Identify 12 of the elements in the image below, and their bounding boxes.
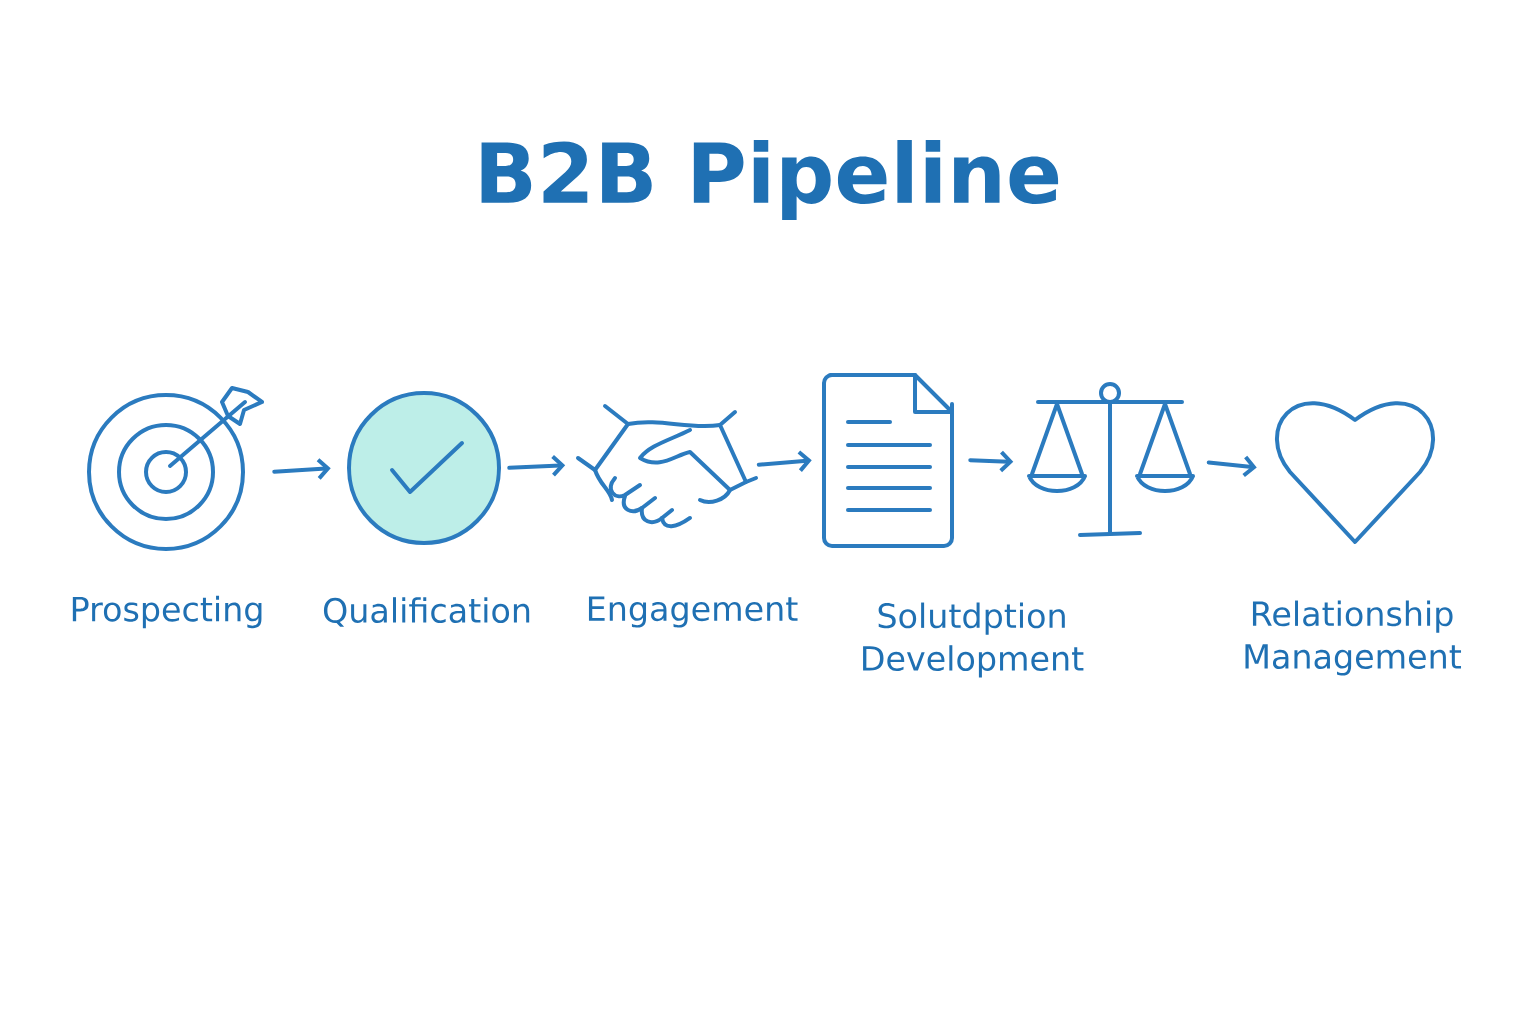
arrow — [1206, 455, 1257, 478]
arrow — [968, 450, 1014, 473]
step-label: Engagement — [588, 596, 798, 628]
title: B2B Pipeline — [481, 140, 1059, 220]
scale-drawing — [1027, 382, 1195, 537]
step-label: Solutdption Development — [863, 602, 1084, 678]
step-label: Prospecting — [72, 595, 262, 629]
step-label: Relationship Management — [1245, 600, 1461, 676]
arrow — [272, 458, 331, 480]
arrow — [507, 454, 566, 477]
arrow — [756, 450, 812, 472]
step-label: Qualification — [323, 597, 530, 627]
